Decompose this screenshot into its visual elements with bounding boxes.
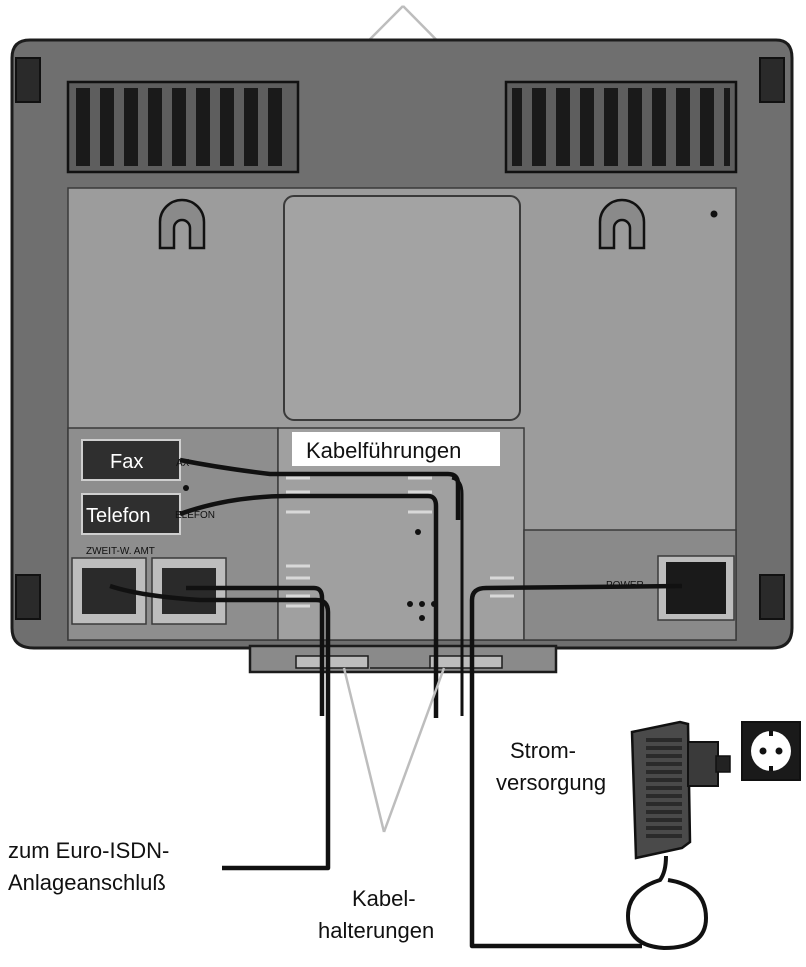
kabelhalterungen-line2: halterungen [318, 918, 434, 943]
wall-mount-hook-right [598, 198, 646, 250]
halterungen-pointer-lines [342, 667, 446, 833]
telefon-label: Telefon [86, 505, 151, 527]
kabelfuehrungen-callout: Kabelführungen [292, 432, 500, 466]
cables [109, 457, 683, 949]
wall-mount-hook-left [158, 198, 206, 250]
stromversorgung-callout: Strom- versorgung [496, 738, 606, 795]
fax-label: Fax [110, 451, 143, 473]
zweit-amt-jacks: ZWEIT-W. AMT [71, 546, 227, 625]
stromversorgung-line2: versorgung [496, 770, 606, 795]
isdn-line1: zum Euro-ISDN- [8, 838, 169, 863]
power-adapter [625, 720, 731, 951]
fax-label-plate: Fax AX [81, 439, 190, 481]
telefon-label-plate: Telefon ELEFON [81, 493, 215, 535]
stromversorgung-line1: Strom- [510, 738, 576, 763]
isdn-line2: Anlageanschluß [8, 870, 166, 895]
zweit-amt-label: ZWEIT-W. AMT [86, 546, 155, 557]
rubber-feet [15, 57, 785, 620]
screw-dots [183, 485, 437, 621]
vent-grilles [66, 80, 738, 174]
cable-guide-ribs [286, 476, 514, 608]
isdn-callout: zum Euro-ISDN- Anlageanschluß [8, 838, 169, 895]
telefon-print-label: ELEFON [175, 510, 215, 521]
fax-print-label: AX [176, 458, 190, 469]
kabelhalterungen-line1: Kabel- [352, 886, 416, 911]
wall-socket-icon [741, 721, 801, 781]
kabelfuehrungen-label: Kabelführungen [306, 438, 461, 463]
kabelhalterungen-callout: Kabel- halterungen [318, 886, 434, 943]
